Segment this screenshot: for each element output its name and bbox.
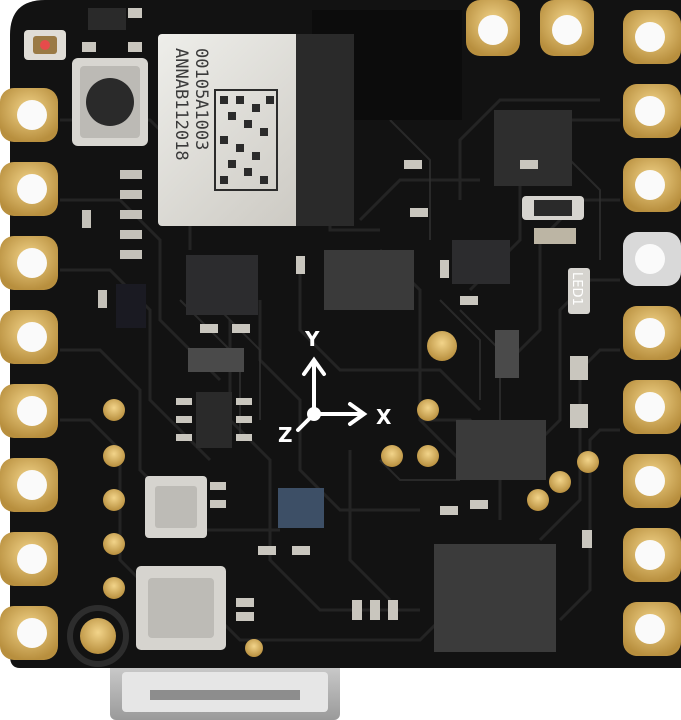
- module-label-line1: ANNAB112018: [171, 48, 191, 161]
- smd-resistor: [82, 42, 96, 52]
- castellated-pad: [623, 380, 681, 434]
- castellated-pad: [0, 458, 58, 512]
- left-castellated-pads: [0, 88, 58, 660]
- top-castellated-pads: [466, 0, 594, 56]
- castellated-pad: [0, 162, 58, 216]
- castellated-pad: [623, 10, 681, 64]
- passive-components-left: [82, 170, 142, 308]
- module-label-line2: 00105A1003: [191, 48, 211, 150]
- smd-chip: [88, 8, 126, 30]
- smd-resistor: [128, 8, 142, 18]
- capacitors-right: [522, 196, 590, 428]
- castellated-pad: [623, 158, 681, 212]
- pressure-sensor: [145, 476, 207, 538]
- right-castellated-pads: [623, 10, 681, 656]
- soic-chip: [176, 392, 252, 448]
- castellated-pad: [0, 384, 58, 438]
- status-led: [24, 30, 66, 60]
- castellated-pad: [623, 232, 681, 286]
- axis-label-x: X: [376, 405, 392, 429]
- castellated-pad: [623, 84, 681, 138]
- castellated-pad: [623, 528, 681, 582]
- humidity-sensor: [136, 566, 226, 650]
- imu-chip: [456, 420, 546, 480]
- ic-chip: [494, 110, 572, 186]
- smd-resistor: [128, 42, 142, 52]
- reset-button: [72, 58, 148, 146]
- castellated-pad: [623, 602, 681, 656]
- castellated-pad: [0, 310, 58, 364]
- ic-chip: [324, 250, 414, 310]
- castellated-pad: [0, 88, 58, 142]
- castellated-pad: [540, 0, 594, 56]
- axis-label-y: Y: [304, 327, 320, 351]
- ic-chip: [188, 348, 244, 372]
- axis-label-z: Z: [278, 423, 293, 447]
- axis-indicator: [296, 356, 368, 432]
- castellated-pad: [623, 306, 681, 360]
- usb-connector: [110, 660, 340, 720]
- ic-chip: [452, 240, 510, 284]
- gold-test-pads: [80, 331, 599, 657]
- ic-chip: [495, 330, 519, 378]
- castellated-pad: [623, 454, 681, 508]
- castellated-pad: [466, 0, 520, 56]
- mounting-hole-ring: [67, 605, 129, 667]
- ic-chip: [186, 255, 258, 315]
- sensor-chip: [278, 488, 324, 528]
- datamatrix-code: [214, 89, 278, 191]
- radio-module-shield: ANNAB112018 00105A1003: [158, 34, 354, 226]
- qfn-chip: [434, 544, 556, 652]
- castellated-pad: [0, 532, 58, 586]
- castellated-pad: [0, 606, 58, 660]
- passive-components: [200, 160, 592, 621]
- inductor: [116, 284, 146, 328]
- castellated-pad: [0, 236, 58, 290]
- led-silkscreen-label: LED1: [569, 272, 584, 306]
